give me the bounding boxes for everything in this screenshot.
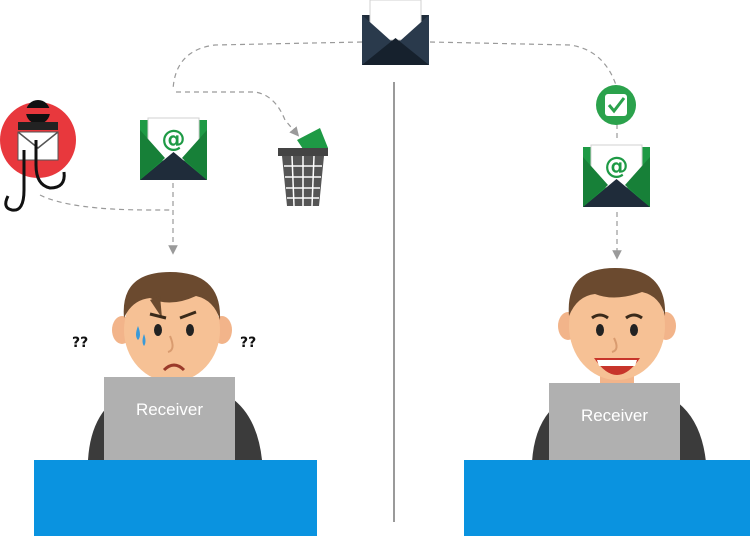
confusion-marks-right: ??	[240, 335, 257, 351]
svg-text:@: @	[605, 152, 629, 180]
confusion-marks-left: ??	[72, 335, 89, 351]
phishing-hook-icon	[0, 100, 76, 212]
path-to-trash	[176, 91, 300, 137]
left-laptop-label: Receiver	[135, 400, 204, 419]
path-hook-to-envelope	[39, 194, 170, 211]
path-sender-to-right	[429, 41, 618, 89]
right-laptop	[549, 383, 680, 462]
svg-text:@: @	[162, 125, 186, 153]
right-laptop-label: Receiver	[580, 406, 649, 425]
left-laptop	[104, 377, 235, 462]
sender-envelope-icon	[362, 0, 429, 65]
at-envelope-icon: @	[140, 117, 207, 180]
at-envelope-icon-right: @	[583, 144, 650, 207]
path-sender-to-left	[172, 41, 363, 91]
right-desk	[464, 460, 750, 536]
flow-paths	[39, 41, 622, 260]
left-desk	[34, 460, 317, 536]
checkmark-badge-icon	[596, 85, 636, 125]
trash-bin-icon	[278, 128, 328, 207]
